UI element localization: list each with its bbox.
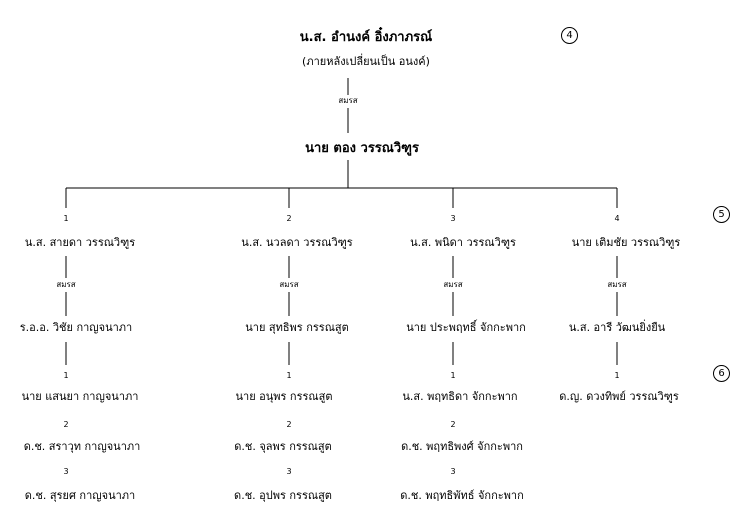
grandchild-number: 1 — [63, 371, 69, 380]
grandchild-name: ด.ญ. ดวงทิพย์ วรรณวิฑูร — [559, 390, 679, 403]
generation-marker-4: 4 — [561, 27, 578, 44]
branch-number: 2 — [286, 214, 292, 223]
root-marriage-label: สมรส — [338, 96, 358, 105]
spouse-name: ร.อ.อ. วิชัย กาญจนาภา — [19, 321, 133, 334]
child-name: น.ส. พนิดา วรรณวิฑูร — [410, 236, 516, 249]
grandchild-number: 3 — [286, 467, 292, 476]
marriage-label: สมรส — [607, 280, 627, 289]
grandchild-name: ด.ช. สุรยศ กาญจนาภา — [24, 489, 136, 502]
spouse-name: นาย ประพฤทธิ์ จักกะพาก — [406, 321, 526, 334]
grandchild-number: 2 — [286, 420, 292, 429]
grandchild-name: น.ส. พฤทธิดา จักกะพาก — [402, 390, 518, 403]
spouse-name: น.ส. อารี วัฒนยิ่งยืน — [568, 321, 666, 334]
child-name: นาย เติมชัย วรรณวิฑูร — [571, 236, 681, 249]
grandchild-number: 3 — [63, 467, 69, 476]
branch-number: 1 — [63, 214, 69, 223]
generation-marker-6: 6 — [713, 365, 730, 382]
spouse-name: นาย สุทธิพร กรรณสูต — [245, 321, 349, 334]
grandchild-number: 3 — [450, 467, 456, 476]
grandchild-number: 1 — [450, 371, 456, 380]
child-name: น.ส. นวลดา วรรณวิฑูร — [241, 236, 353, 249]
grandchild-number: 2 — [450, 420, 456, 429]
marriage-label: สมรส — [56, 280, 76, 289]
branch-number: 4 — [614, 214, 620, 223]
grandchild-name: ด.ช. อุปพร กรรณสูต — [234, 489, 332, 502]
grandchild-name: ด.ช. พฤทธิพงศ์ จักกะพาก — [401, 440, 523, 453]
child-name: น.ส. สายดา วรรณวิฑูร — [24, 236, 136, 249]
root-spouse-name: นาย ตอง วรรณวิฑูร — [305, 141, 419, 156]
grandchild-name: นาย แสนยา กาญจนาภา — [21, 390, 139, 403]
grandchild-number: 2 — [63, 420, 69, 429]
grandchild-name: ด.ช. สราวุท กาญจนาภา — [23, 440, 141, 453]
grandchild-name: ด.ช. จุลพร กรรณสูต — [234, 440, 332, 453]
generation-marker-5: 5 — [713, 206, 730, 223]
grandchild-name: ด.ช. พฤทธิพัทธ์ จักกะพาก — [400, 489, 524, 502]
grandchild-number: 1 — [614, 371, 620, 380]
grandchild-name: นาย อนุพร กรรณสูต — [235, 390, 333, 403]
marriage-label: สมรส — [279, 280, 299, 289]
root-person-note: (ภายหลังเปลี่ยนเป็น อนงค์) — [302, 55, 430, 68]
marriage-label: สมรส — [443, 280, 463, 289]
branch-number: 3 — [450, 214, 456, 223]
root-person-name: น.ส. อำนงค์ อิ๋งภาภรณ์ — [299, 30, 433, 45]
grandchild-number: 1 — [286, 371, 292, 380]
